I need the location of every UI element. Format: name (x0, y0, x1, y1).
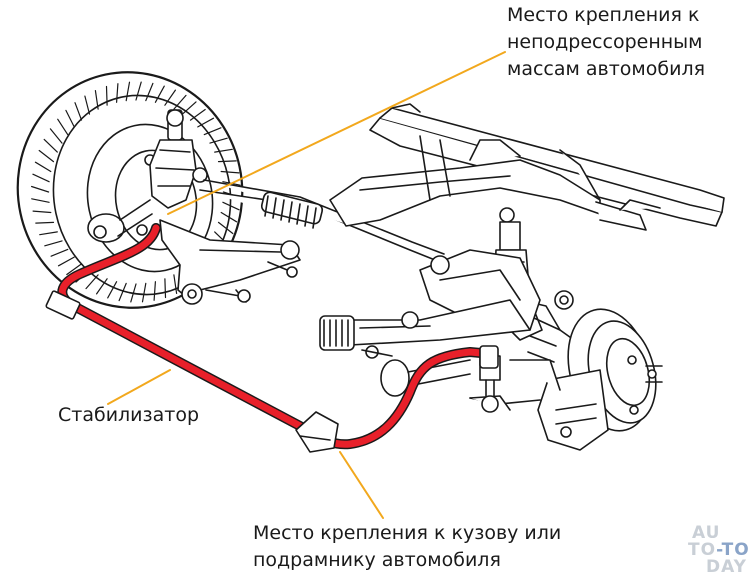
watermark-logo: AU TO-TO DAY (684, 525, 750, 583)
label-line: Место крепления к кузову или (253, 522, 562, 544)
end-link-right (479, 345, 499, 369)
leader-stabilizer (107, 369, 171, 405)
left-strut (87, 109, 208, 243)
leader-unsprung-mount (167, 51, 506, 215)
label-line: подрамнику автомобиля (253, 549, 501, 571)
label-line: Место крепления к (507, 4, 700, 26)
left-lower-arm (159, 219, 301, 305)
right-hub (469, 308, 663, 451)
body-mount-clamp-right (295, 411, 339, 453)
leader-body-mount (339, 451, 384, 519)
leader-lines (107, 51, 506, 519)
label-stabilizer: Стабилизатор (58, 404, 200, 426)
subframe (329, 103, 725, 231)
watermark-text: AU (692, 523, 721, 543)
label-mount-body: Место крепления к кузову или подрамнику … (253, 520, 561, 574)
right-lower-arm (319, 249, 541, 351)
body-mount-clamp-left (45, 290, 81, 320)
watermark-text: DAY (706, 557, 747, 577)
label-line: неподрессоренным (507, 31, 703, 53)
steering-rack (199, 179, 445, 263)
label-mount-unsprung: Место крепления к неподрессоренным масса… (507, 2, 705, 83)
label-line: массам автомобиля (507, 58, 706, 80)
left-wheel (16, 71, 244, 309)
stabilizer-bar (45, 223, 499, 453)
watermark-text: TO-TO (688, 540, 750, 560)
